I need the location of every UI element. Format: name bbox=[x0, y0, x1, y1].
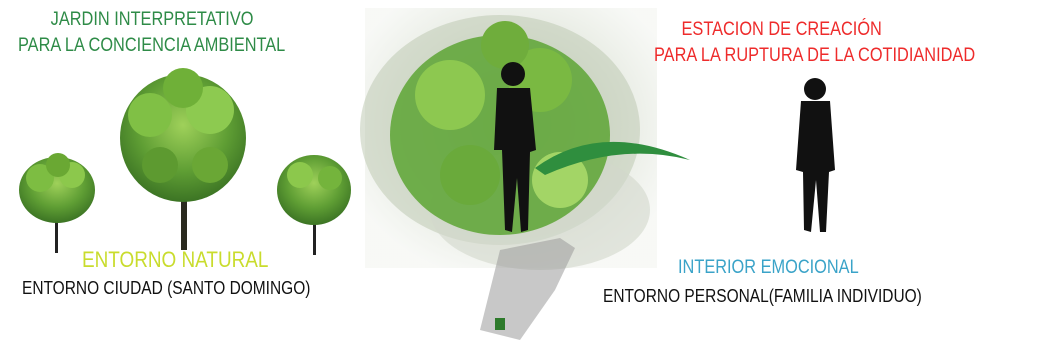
green-arc-ribbon bbox=[535, 141, 690, 175]
person-silhouette-center bbox=[494, 62, 536, 330]
title-right: ESTACION DE CREACIÓN PARA LA RUPTURA DE … bbox=[654, 20, 975, 72]
label-interior-emocional: INTERIOR EMOCIONAL bbox=[678, 257, 859, 278]
title-left: JARDIN INTERPRETATIVO PARA LA CONCIENCIA… bbox=[18, 10, 285, 62]
person-silhouette-right bbox=[796, 78, 835, 232]
label-entorno-personal: ENTORNO PERSONAL(FAMILIA INDIVIDUO) bbox=[603, 286, 922, 306]
title-right-line-1: ESTACION DE CREACIÓN bbox=[681, 19, 882, 40]
title-left-line-2: PARA LA CONCIENCIA AMBIENTAL bbox=[18, 35, 286, 56]
title-right-line-2: PARA LA RUPTURA DE LA COTIDIANIDAD bbox=[654, 45, 976, 66]
title-left-line-1: JARDIN INTERPRETATIVO bbox=[50, 9, 254, 30]
figure-shadow bbox=[480, 238, 575, 340]
tree-small-left bbox=[19, 153, 95, 253]
label-entorno-ciudad: ENTORNO CIUDAD (SANTO DOMINGO) bbox=[22, 278, 311, 298]
label-entorno-natural: ENTORNO NATURAL bbox=[82, 247, 269, 272]
tree-large-center bbox=[120, 68, 246, 250]
tree-small-right bbox=[277, 155, 351, 255]
